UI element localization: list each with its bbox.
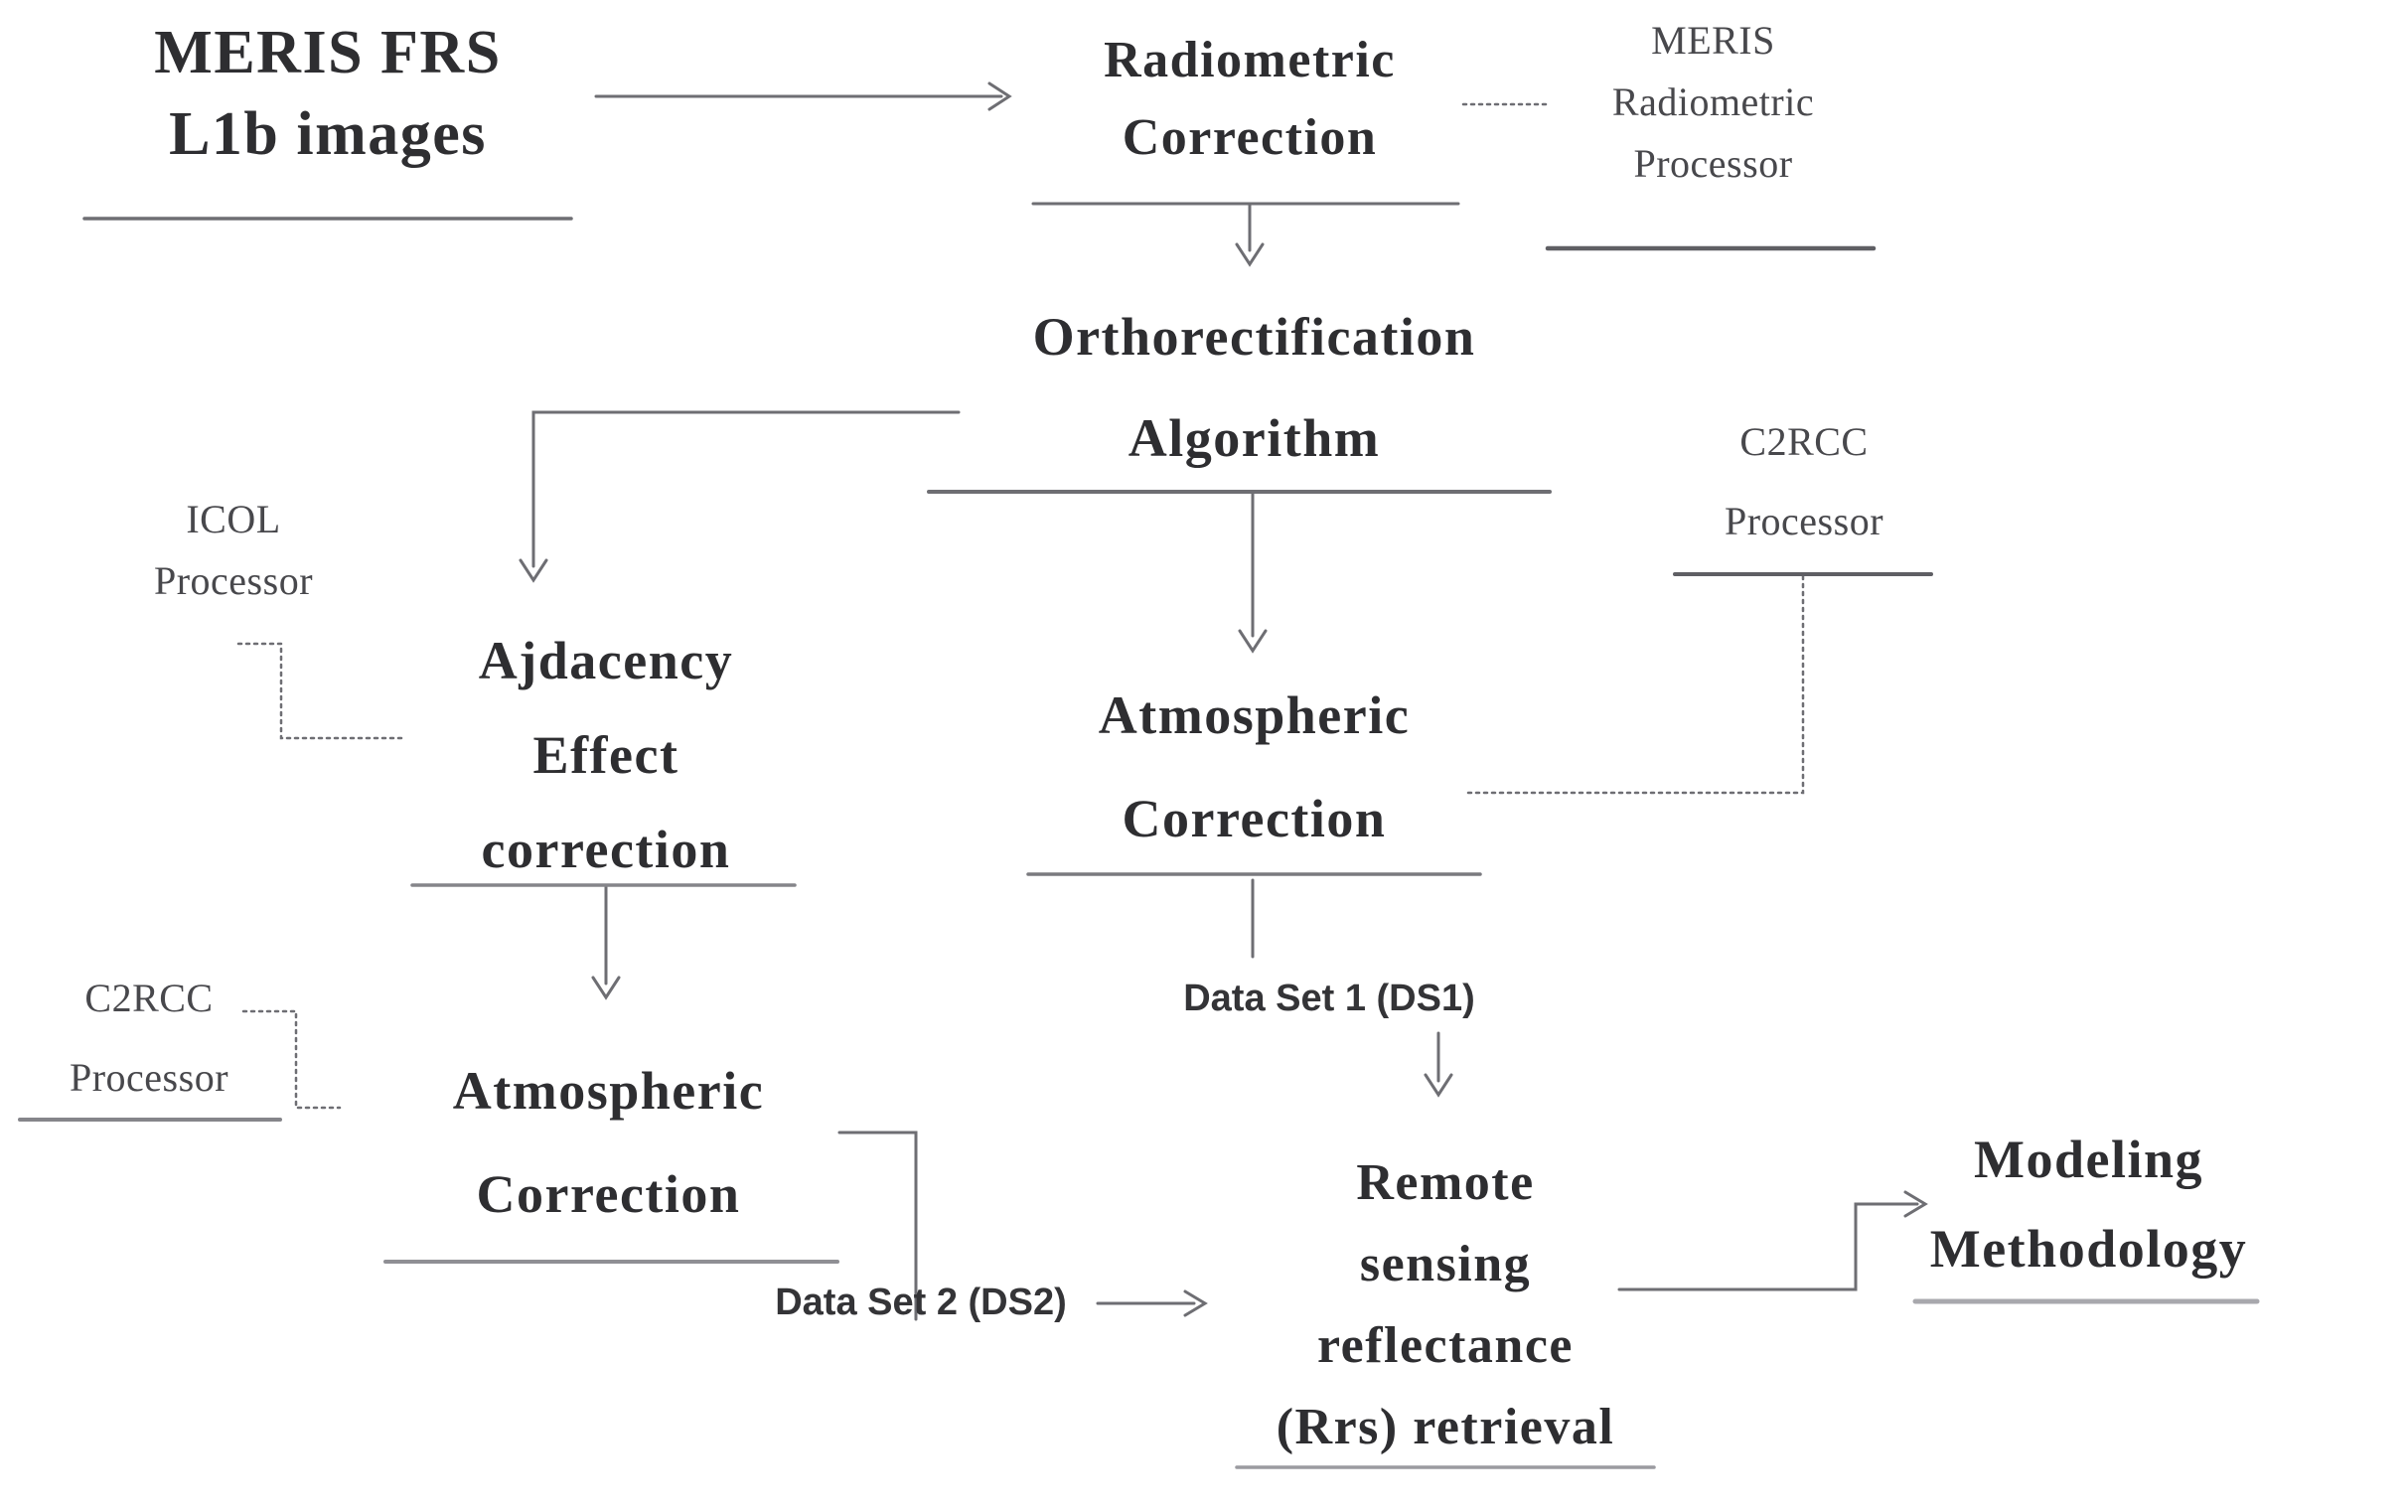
arrow-ortho-to-adjacency-shaft xyxy=(531,410,961,568)
label-c2rcc-right-line1: C2RCC xyxy=(1739,419,1869,464)
node-adjacency-line2: Effect xyxy=(532,725,679,785)
node-atm-left-line2: Correction xyxy=(476,1164,741,1224)
arrow-ortho-to-adjacency-head xyxy=(519,558,548,583)
arrow-adjacency-to-atm-left-head xyxy=(591,976,621,1000)
node-ortho-line1: Orthorectification xyxy=(1032,307,1476,367)
node-ortho-line2: Algorithm xyxy=(1128,408,1381,468)
node-meris-frs-l1b-images: MERIS FRS L1b images xyxy=(60,12,596,175)
node-remote-sensing-reflectance-retrieval: Remote sensing reflectance (Rrs) retriev… xyxy=(1227,1142,1664,1468)
label-meris-processor-line3: Processor xyxy=(1633,141,1793,186)
label-icol-processor: ICOL Processor xyxy=(84,489,382,612)
node-radiometric-line2: Correction xyxy=(1122,109,1378,166)
label-c2rcc-right-line2: Processor xyxy=(1724,499,1884,543)
arrow-meris-to-radiometric-head xyxy=(987,81,1012,111)
label-c2rcc-left-line2: Processor xyxy=(69,1055,229,1100)
node-modeling-methodology: Modeling Methodology xyxy=(1868,1115,2310,1293)
label-c2rcc-left-line1: C2RCC xyxy=(84,976,214,1020)
dotted-link-c2rcc-left-atm xyxy=(241,1009,342,1110)
label-c2rcc-processor-right: C2RCC Processor xyxy=(1635,402,1973,561)
line-atm-left-to-ds2 xyxy=(837,1131,918,1321)
node-atm-right-line2: Correction xyxy=(1122,789,1387,848)
node-rrs-line2: sensing xyxy=(1359,1236,1532,1292)
arrow-rrs-to-modeling-head xyxy=(1903,1190,1928,1218)
node-rrs-line3: reflectance xyxy=(1316,1317,1575,1374)
node-adjacency-line3: correction xyxy=(481,820,731,879)
node-radiometric-line1: Radiometric xyxy=(1104,32,1396,88)
label-c2rcc-processor-left: C2RCC Processor xyxy=(10,959,288,1118)
node-radiometric-correction: Radiometric Correction xyxy=(1031,22,1468,177)
node-meris-frs-line1: MERIS FRS xyxy=(154,19,502,86)
node-orthorectification-algorithm: Orthorectification Algorithm xyxy=(944,286,1565,489)
label-meris-processor-line1: MERIS xyxy=(1651,18,1775,63)
arrow-radiometric-to-ortho-head xyxy=(1235,242,1265,267)
node-atmospheric-correction-left: Atmospheric Correction xyxy=(387,1039,829,1246)
node-meris-frs-line2: L1b images xyxy=(169,100,487,168)
node-rrs-line4: (Rrs) retrieval xyxy=(1276,1399,1615,1455)
dotted-link-icol-adjacency xyxy=(236,642,407,740)
node-atm-right-line1: Atmospheric xyxy=(1098,685,1411,745)
node-adjacency-line1: Ajdacency xyxy=(478,631,734,690)
label-icol-line1: ICOL xyxy=(186,497,281,541)
dotted-link-c2rcc-right-atm xyxy=(1466,574,1805,795)
label-icol-line2: Processor xyxy=(153,558,314,603)
node-rrs-line1: Remote xyxy=(1356,1154,1535,1211)
arrow-ds1-to-rrs-head xyxy=(1424,1073,1453,1098)
node-atmospheric-correction-right: Atmospheric Correction xyxy=(1033,664,1475,870)
label-data-set-2: Data Set 2 (DS2) xyxy=(775,1282,1067,1323)
label-meris-radiometric-processor: MERIS Radiometric Processor xyxy=(1542,10,1884,195)
node-modeling-line1: Modeling xyxy=(1973,1130,2203,1189)
arrow-ortho-to-atm-right-head xyxy=(1238,629,1268,654)
node-modeling-line2: Methodology xyxy=(1929,1219,2248,1279)
label-meris-processor-line2: Radiometric xyxy=(1611,79,1815,124)
node-adjacency-effect-correction: Ajdacency Effect correction xyxy=(417,614,795,897)
arrow-rrs-to-modeling-shaft xyxy=(1617,1202,1919,1291)
label-data-set-1: Data Set 1 (DS1) xyxy=(1183,978,1475,1019)
node-atm-left-line1: Atmospheric xyxy=(452,1061,765,1121)
arrow-ds2-to-rrs-head xyxy=(1183,1289,1208,1317)
